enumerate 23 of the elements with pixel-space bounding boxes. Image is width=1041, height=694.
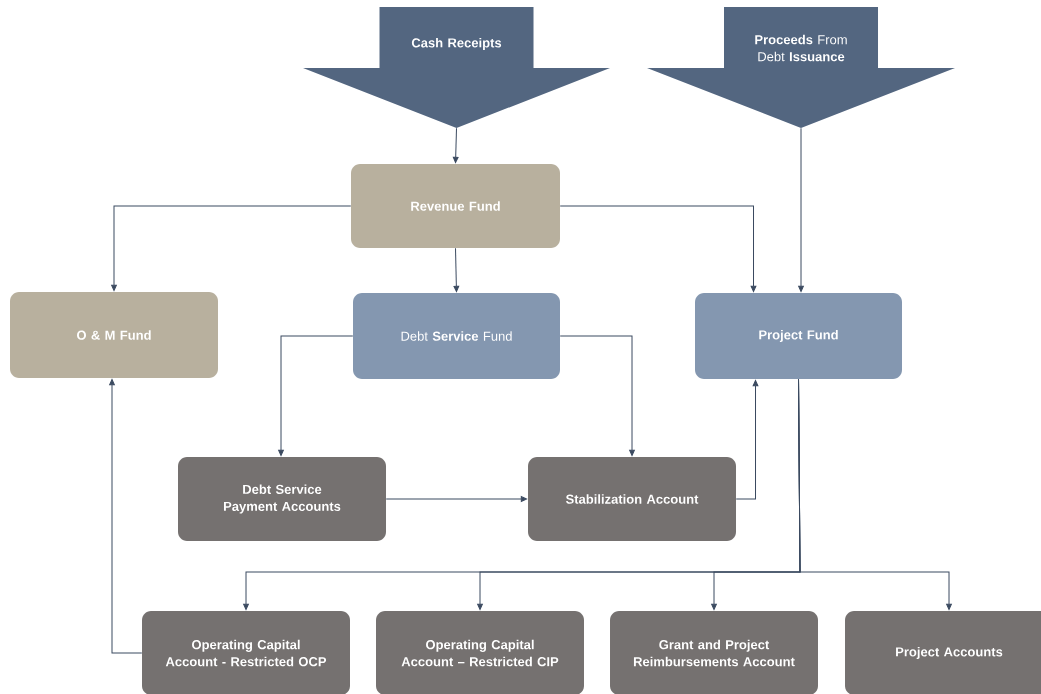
arrow (111, 205, 352, 292)
arrow (798, 127, 804, 293)
account-box: Operating Capital Account – Restricted CIP (376, 611, 584, 694)
source-block: Cash Receipts (303, 7, 610, 128)
account-box: Debt Service Payment Accounts (178, 457, 386, 541)
arrow (109, 378, 143, 654)
fund-box: O & M Fund (10, 292, 218, 378)
fund-box: Project Fund (695, 293, 902, 379)
account-box: Project Accounts (845, 611, 1041, 694)
source-block: Proceeds From Debt Issuance (647, 7, 955, 128)
arrow (798, 378, 952, 611)
arrow (559, 205, 757, 293)
account-box: Grant and Project Reimbursements Account (610, 611, 818, 694)
fund-box: Revenue Fund (351, 164, 560, 248)
arrow (453, 247, 460, 293)
arrow (735, 379, 759, 500)
arrow (452, 127, 459, 164)
account-box: Stabilization Account (528, 457, 736, 541)
arrow (385, 496, 528, 502)
account-box: Operating Capital Account - Restricted OCP (142, 611, 350, 694)
arrow (278, 335, 354, 457)
arrow (559, 335, 635, 457)
fund-box: Debt Service Fund (353, 293, 560, 379)
